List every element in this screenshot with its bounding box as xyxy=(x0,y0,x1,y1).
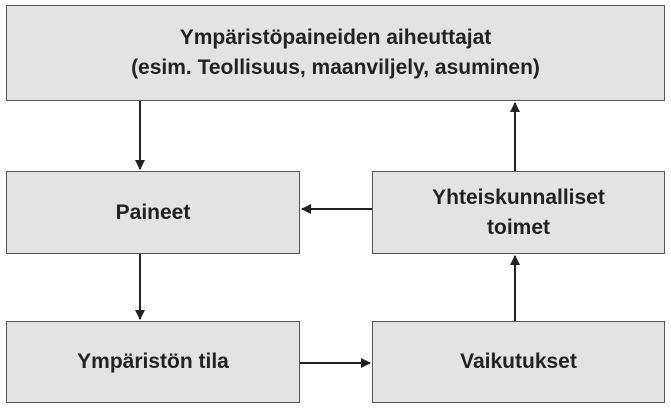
environment-state-label: Ympäristön tila xyxy=(77,350,229,373)
pressures-label: Paineet xyxy=(115,200,191,224)
responses-label-line2: toimet xyxy=(487,215,550,239)
societal-responses-box: Yhteiskunnalliset toimet xyxy=(372,171,665,254)
pressures-box: Paineet xyxy=(6,171,300,254)
impacts-box: Vaikutukset xyxy=(372,321,665,403)
environment-state-box: Ympäristön tila xyxy=(6,321,300,403)
impacts-label: Vaikutukset xyxy=(460,350,577,373)
drivers-box: Ympäristöpaineiden aiheuttajat (esim. Te… xyxy=(6,5,665,101)
responses-label-line1: Yhteiskunnalliset xyxy=(432,185,605,209)
drivers-examples: (esim. Teollisuus, maanviljely, asuminen… xyxy=(131,56,540,79)
drivers-title: Ympäristöpaineiden aiheuttajat xyxy=(179,26,492,49)
